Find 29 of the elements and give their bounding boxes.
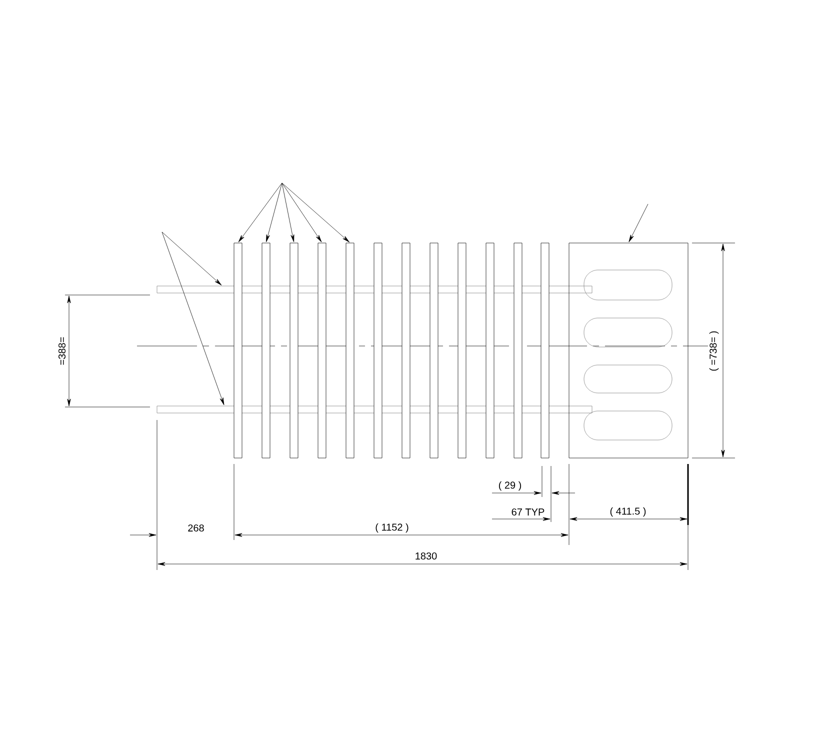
- fin: [318, 242, 326, 458]
- dimension-text: =388=: [58, 337, 66, 365]
- leader-line: [238, 182, 282, 242]
- dimension-text: ( 411.5 ): [610, 507, 646, 517]
- fin: [540, 242, 550, 458]
- leader-line: [266, 182, 282, 242]
- plate: [568, 242, 688, 458]
- dimension-text: ( =738= ): [709, 331, 719, 371]
- dimension-text: ( 1152 ): [376, 523, 408, 533]
- leader-line: [628, 204, 648, 242]
- fin: [262, 242, 270, 458]
- dimension-text: 268: [188, 524, 204, 532]
- leader-line: [162, 232, 222, 286]
- leader-line: [282, 182, 322, 242]
- dimension-text: ( 29 ): [498, 481, 522, 491]
- fin: [374, 242, 382, 458]
- leader-line: [162, 232, 224, 406]
- fin: [430, 242, 438, 458]
- fin: [290, 242, 298, 458]
- fin: [402, 242, 410, 458]
- leader-line: [282, 182, 350, 242]
- fin: [234, 242, 242, 458]
- leader-line: [282, 182, 294, 242]
- fin: [458, 242, 466, 458]
- dimension-text: 67 TYP: [512, 508, 544, 516]
- fin: [486, 242, 494, 458]
- dimension-text: 1830: [416, 552, 437, 560]
- fin: [514, 242, 522, 458]
- fin: [346, 242, 354, 458]
